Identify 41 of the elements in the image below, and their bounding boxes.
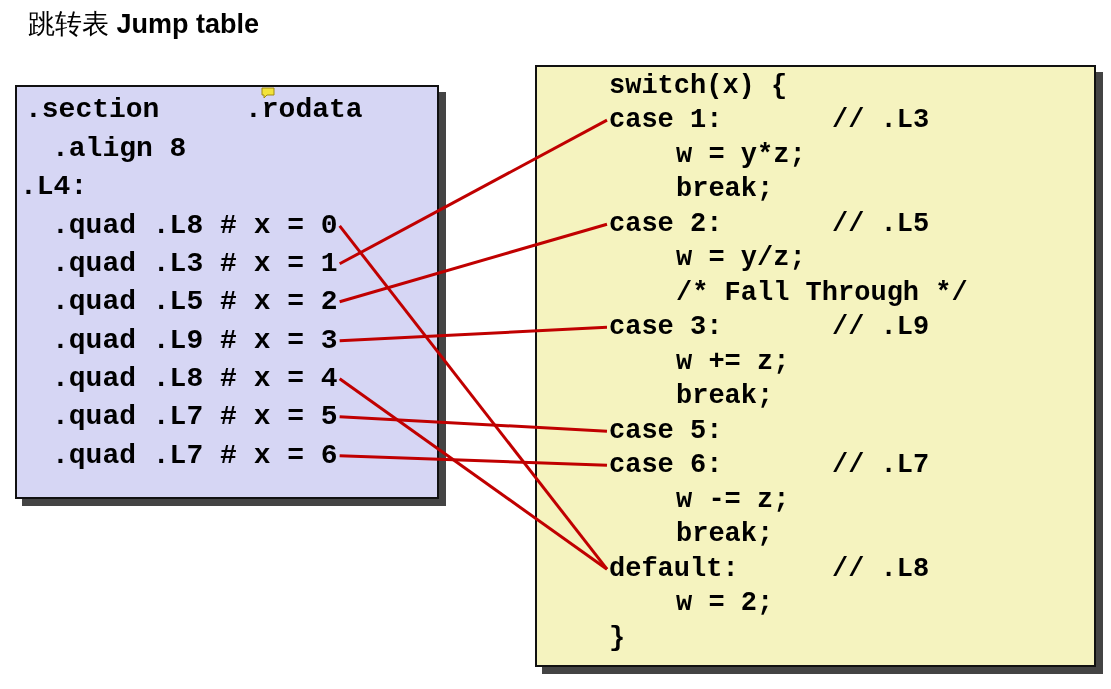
code-line: /* Fall Through */ (676, 277, 968, 310)
code-line: case 5: (609, 415, 723, 448)
leader-line (339, 325, 608, 343)
code-line: w = y/z; (676, 242, 806, 275)
leader-line (339, 454, 608, 467)
code-comment: // .L5 (832, 208, 930, 241)
code-comment: // .L9 (832, 311, 930, 344)
code-line: w = 2; (676, 587, 774, 620)
code-line: break; (676, 518, 774, 551)
code-line: break; (676, 173, 774, 206)
code-text: .section (25, 93, 161, 127)
leader-line (339, 222, 608, 304)
code-line: w = y*z; (676, 139, 806, 172)
code-line: } (609, 622, 626, 655)
code-line: .quad .L8 # x = 4 (52, 362, 338, 396)
code-line: .quad .L9 # x = 3 (52, 324, 338, 358)
code-line: .quad .L3 # x = 1 (52, 247, 338, 281)
code-line: break; (676, 380, 774, 413)
code-line: .quad .L5 # x = 2 (52, 285, 338, 319)
code-comment: .rodata (245, 93, 363, 127)
leader-line (338, 118, 608, 266)
code-line: .quad .L7 # x = 5 (52, 400, 338, 434)
heading: 跳转表 Jump table (28, 8, 260, 41)
code-text: case 6: (609, 449, 724, 482)
code-line: w -= z; (676, 484, 790, 517)
code-line: switch(x) { (609, 70, 788, 103)
code-comment: // .L7 (832, 449, 930, 482)
code-text: case 3: (609, 311, 724, 344)
code-text: default: (609, 553, 740, 586)
code-line: .quad .L8 # x = 0 (52, 209, 338, 243)
code-comment: // .L8 (832, 553, 930, 586)
code-line: w += z; (676, 346, 790, 379)
code-line: .quad .L7 # x = 6 (52, 439, 338, 473)
code-comment: // .L3 (832, 104, 930, 137)
leader-line (338, 224, 609, 571)
code-line: .L4: (20, 170, 88, 204)
leader-line (339, 415, 608, 433)
code-line: .align 8 (52, 132, 187, 166)
code-text: case 2: (609, 208, 724, 241)
leader-line (338, 377, 608, 571)
code-text: case 1: (609, 104, 724, 137)
